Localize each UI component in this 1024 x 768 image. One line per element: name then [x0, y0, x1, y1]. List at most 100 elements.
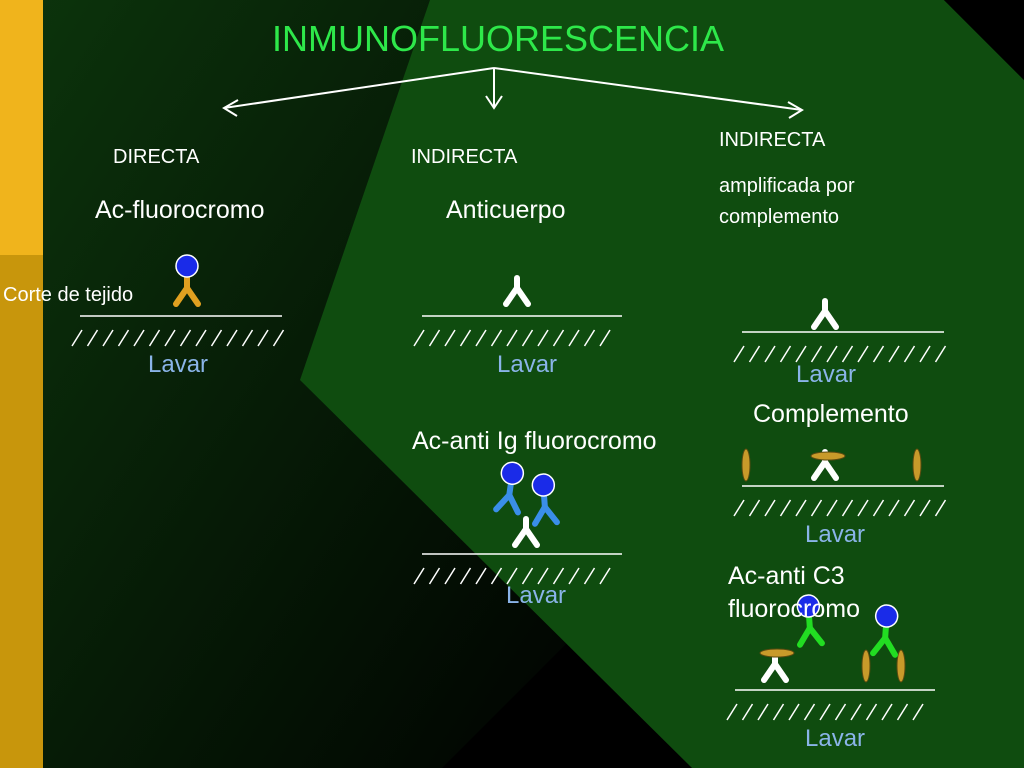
secondary-complemento-line1: Ac-anti C3 — [728, 562, 845, 590]
antibody-y-icon — [493, 461, 525, 516]
hatch-mark — [912, 703, 924, 721]
hatch-mark — [257, 329, 269, 347]
hatch-mark — [919, 345, 931, 363]
hatch-mark — [428, 329, 441, 347]
hatch-mark — [459, 567, 472, 585]
wash-directa: Lavar — [148, 351, 209, 378]
complement-ellipse-icon — [759, 648, 795, 658]
hatch-mark — [810, 499, 823, 517]
hatch-mark — [599, 329, 611, 347]
hatch-mark — [459, 329, 472, 347]
hatch-mark — [841, 499, 854, 517]
heading-directa: DIRECTA — [113, 146, 200, 168]
hatch-mark — [865, 703, 878, 721]
fluorochrome-dot-icon — [500, 461, 525, 485]
hatch-mark — [896, 703, 909, 721]
hatch-mark — [881, 703, 893, 721]
hatch-mark — [795, 345, 807, 363]
tissue-label: Corte de tejido — [3, 284, 134, 306]
hatch-mark — [872, 345, 885, 363]
hatch-mark — [552, 329, 565, 347]
hatch-mark — [772, 703, 785, 721]
hatch-mark — [210, 329, 223, 347]
antibody-y-icon — [811, 298, 839, 330]
wash-complemento-2: Lavar — [805, 521, 866, 548]
hatch-mark — [537, 567, 549, 585]
hatch-mark — [86, 329, 99, 347]
hatch-mark — [179, 329, 192, 347]
complement-ellipse-icon — [912, 448, 922, 482]
hatch-mark — [741, 703, 754, 721]
hatch-mark — [413, 567, 425, 585]
hatch-mark — [850, 703, 862, 721]
complement-label: Complemento — [753, 400, 909, 428]
hatch-mark — [490, 329, 503, 347]
page-title: INMUNOFLUORESCENCIA — [272, 18, 725, 59]
hatch-mark — [148, 329, 161, 347]
hatch-mark — [272, 329, 285, 347]
background-center-panel — [300, 0, 1024, 768]
hatch-mark — [413, 329, 425, 347]
hatch-mark — [475, 567, 487, 585]
wash-indirecta-2: Lavar — [506, 582, 567, 609]
hatch-mark — [726, 703, 738, 721]
complement-ellipse-icon — [810, 451, 846, 461]
hatch-mark — [506, 567, 518, 585]
hatch-mark — [888, 499, 900, 517]
hatch-mark — [779, 499, 792, 517]
hatch-mark — [748, 345, 761, 363]
wash-complemento-3: Lavar — [805, 725, 866, 752]
hatch-mark — [934, 345, 947, 363]
hatch-mark — [475, 329, 487, 347]
hatch-mark — [537, 329, 549, 347]
hatch-mark — [568, 567, 580, 585]
hatch-mark — [857, 345, 869, 363]
reagent-directa: Ac-fluorocromo — [95, 196, 265, 224]
fluorochrome-dot-icon — [175, 254, 199, 278]
hatch-mark — [733, 345, 745, 363]
hatch-mark — [779, 345, 792, 363]
hatch-mark — [71, 329, 83, 347]
arrow-head-center — [485, 95, 503, 110]
hatch-mark — [872, 499, 885, 517]
hatch-mark — [764, 345, 776, 363]
hatch-mark — [164, 329, 176, 347]
antibody-y-icon — [531, 473, 560, 527]
complement-ellipse-icon — [861, 649, 871, 683]
antibody-y-icon — [503, 275, 531, 307]
wash-indirecta-1: Lavar — [497, 351, 558, 378]
secondary-indirecta: Ac-anti Ig fluorocromo — [412, 427, 657, 455]
wash-complemento-1: Lavar — [796, 361, 857, 388]
hatch-mark — [748, 499, 761, 517]
hatch-mark — [102, 329, 114, 347]
arrow-head-left — [222, 99, 239, 117]
hatch-mark — [919, 499, 931, 517]
subheading-line2: complemento — [719, 206, 840, 228]
hatch-mark — [803, 703, 816, 721]
hatch-mark — [934, 499, 947, 517]
arrow-head-right — [787, 101, 804, 119]
hatch-mark — [241, 329, 254, 347]
hatch-mark — [490, 567, 503, 585]
hatch-mark — [583, 567, 596, 585]
hatch-mark — [826, 499, 838, 517]
antibody-y-icon — [173, 254, 201, 307]
hatch-mark — [757, 703, 769, 721]
hatch-mark — [444, 329, 456, 347]
hatch-mark — [733, 499, 745, 517]
hatch-mark — [568, 329, 580, 347]
antibody-y-icon — [796, 594, 825, 648]
left-accent-bar-top — [0, 0, 43, 255]
hatch-mark — [521, 329, 534, 347]
hatch-mark — [552, 567, 565, 585]
secondary-complemento-line2: fluorocromo — [728, 595, 860, 623]
hatch-mark — [133, 329, 145, 347]
hatch-mark — [521, 567, 534, 585]
hatch-mark — [903, 345, 916, 363]
hatch-mark — [888, 345, 900, 363]
fluorochrome-dot-icon — [531, 473, 556, 497]
hatch-mark — [826, 345, 838, 363]
tissue-hatch-icon — [71, 329, 947, 721]
hatch-mark — [903, 499, 916, 517]
